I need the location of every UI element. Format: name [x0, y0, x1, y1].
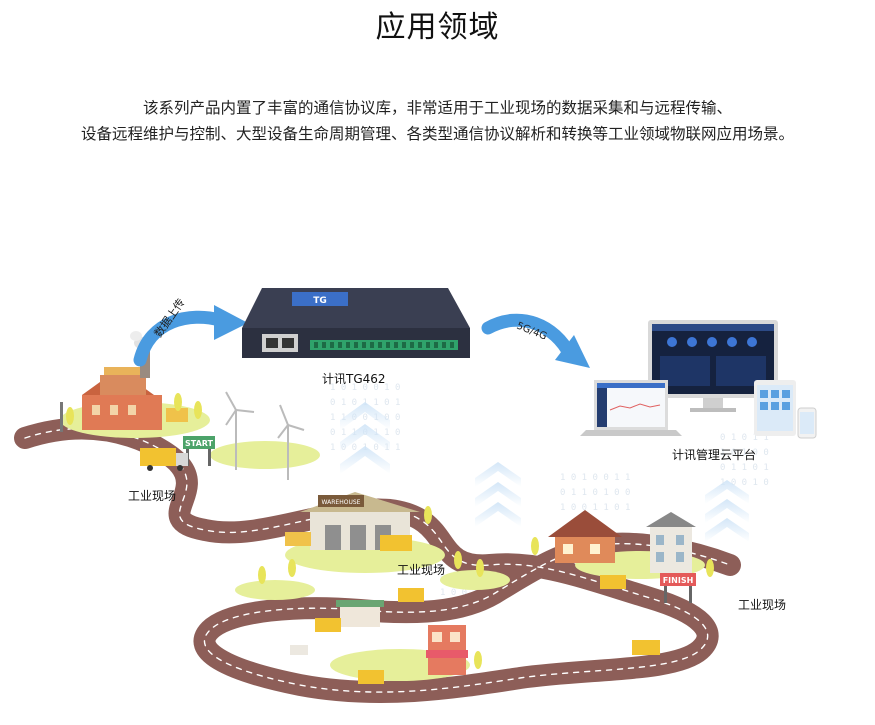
chevron-up-icon — [340, 402, 390, 474]
chevron-up-icon — [705, 480, 749, 542]
svg-text:1 0 1 0 0 1 1: 1 0 1 0 0 1 1 — [560, 473, 630, 483]
arrow-upload-icon — [133, 305, 248, 367]
device-logo-text: TG — [313, 296, 327, 306]
svg-text:1 0 1 0 0: 1 0 1 0 0 — [720, 448, 769, 458]
site-label-right: 工业现场 — [738, 598, 787, 612]
start-sign: START — [183, 436, 215, 466]
svg-text:1 0 0 1 0: 1 0 0 1 0 — [720, 478, 769, 488]
finish-sign-text: FINISH — [663, 576, 694, 585]
application-diagram: 1 0 1 0 0 1 0 0 1 0 1 1 0 1 1 1 0 0 1 0 … — [14, 288, 817, 704]
trees — [66, 393, 714, 669]
chevron-up-icon — [475, 462, 521, 527]
factory-building — [60, 331, 188, 432]
start-sign-text: START — [185, 439, 214, 448]
svg-text:1 0 0 1 1 0 1: 1 0 0 1 1 0 1 — [560, 503, 630, 513]
house-building — [548, 510, 696, 589]
wind-turbine — [225, 391, 305, 480]
description-line-1: 该系列产品内置了丰富的通信协议库，非常适用于工业现场的数据采集和与远程传输、 — [142, 99, 732, 117]
svg-text:1 0 1 0 0 1 0: 1 0 1 0 0 1 0 — [330, 383, 400, 393]
truck — [140, 448, 188, 471]
gateway-device: TG — [242, 288, 470, 358]
arrow-network-icon — [481, 313, 590, 368]
shop-building — [290, 588, 660, 684]
cloud-platform-devices — [580, 320, 817, 439]
site-label-center: 工业现场 — [397, 563, 446, 577]
finish-sign: FINISH — [660, 573, 696, 603]
warehouse-building: WAREHOUSE — [285, 492, 420, 551]
svg-text:0 1 1 0 1 0 0: 0 1 1 0 1 0 0 — [560, 488, 630, 498]
road — [14, 417, 741, 704]
svg-text:0 1 1 0 1: 0 1 1 0 1 — [720, 463, 769, 473]
svg-text:0 1 0 1 1: 0 1 0 1 1 — [720, 433, 769, 443]
svg-text:1 1 0 0 1 0 0: 1 1 0 0 1 0 0 — [330, 413, 400, 423]
device-label: 计讯TG462 — [322, 372, 386, 386]
page-title: 应用领域 — [375, 10, 500, 45]
description-line-2: 设备远程维护与控制、大型设备生命周期管理、各类型通信协议解析和转换等工业领域物联… — [80, 125, 794, 143]
site-label-left: 工业现场 — [128, 489, 177, 503]
warehouse-sign-text: WAREHOUSE — [322, 499, 361, 506]
cloud-platform-label: 计讯管理云平台 — [672, 448, 757, 462]
